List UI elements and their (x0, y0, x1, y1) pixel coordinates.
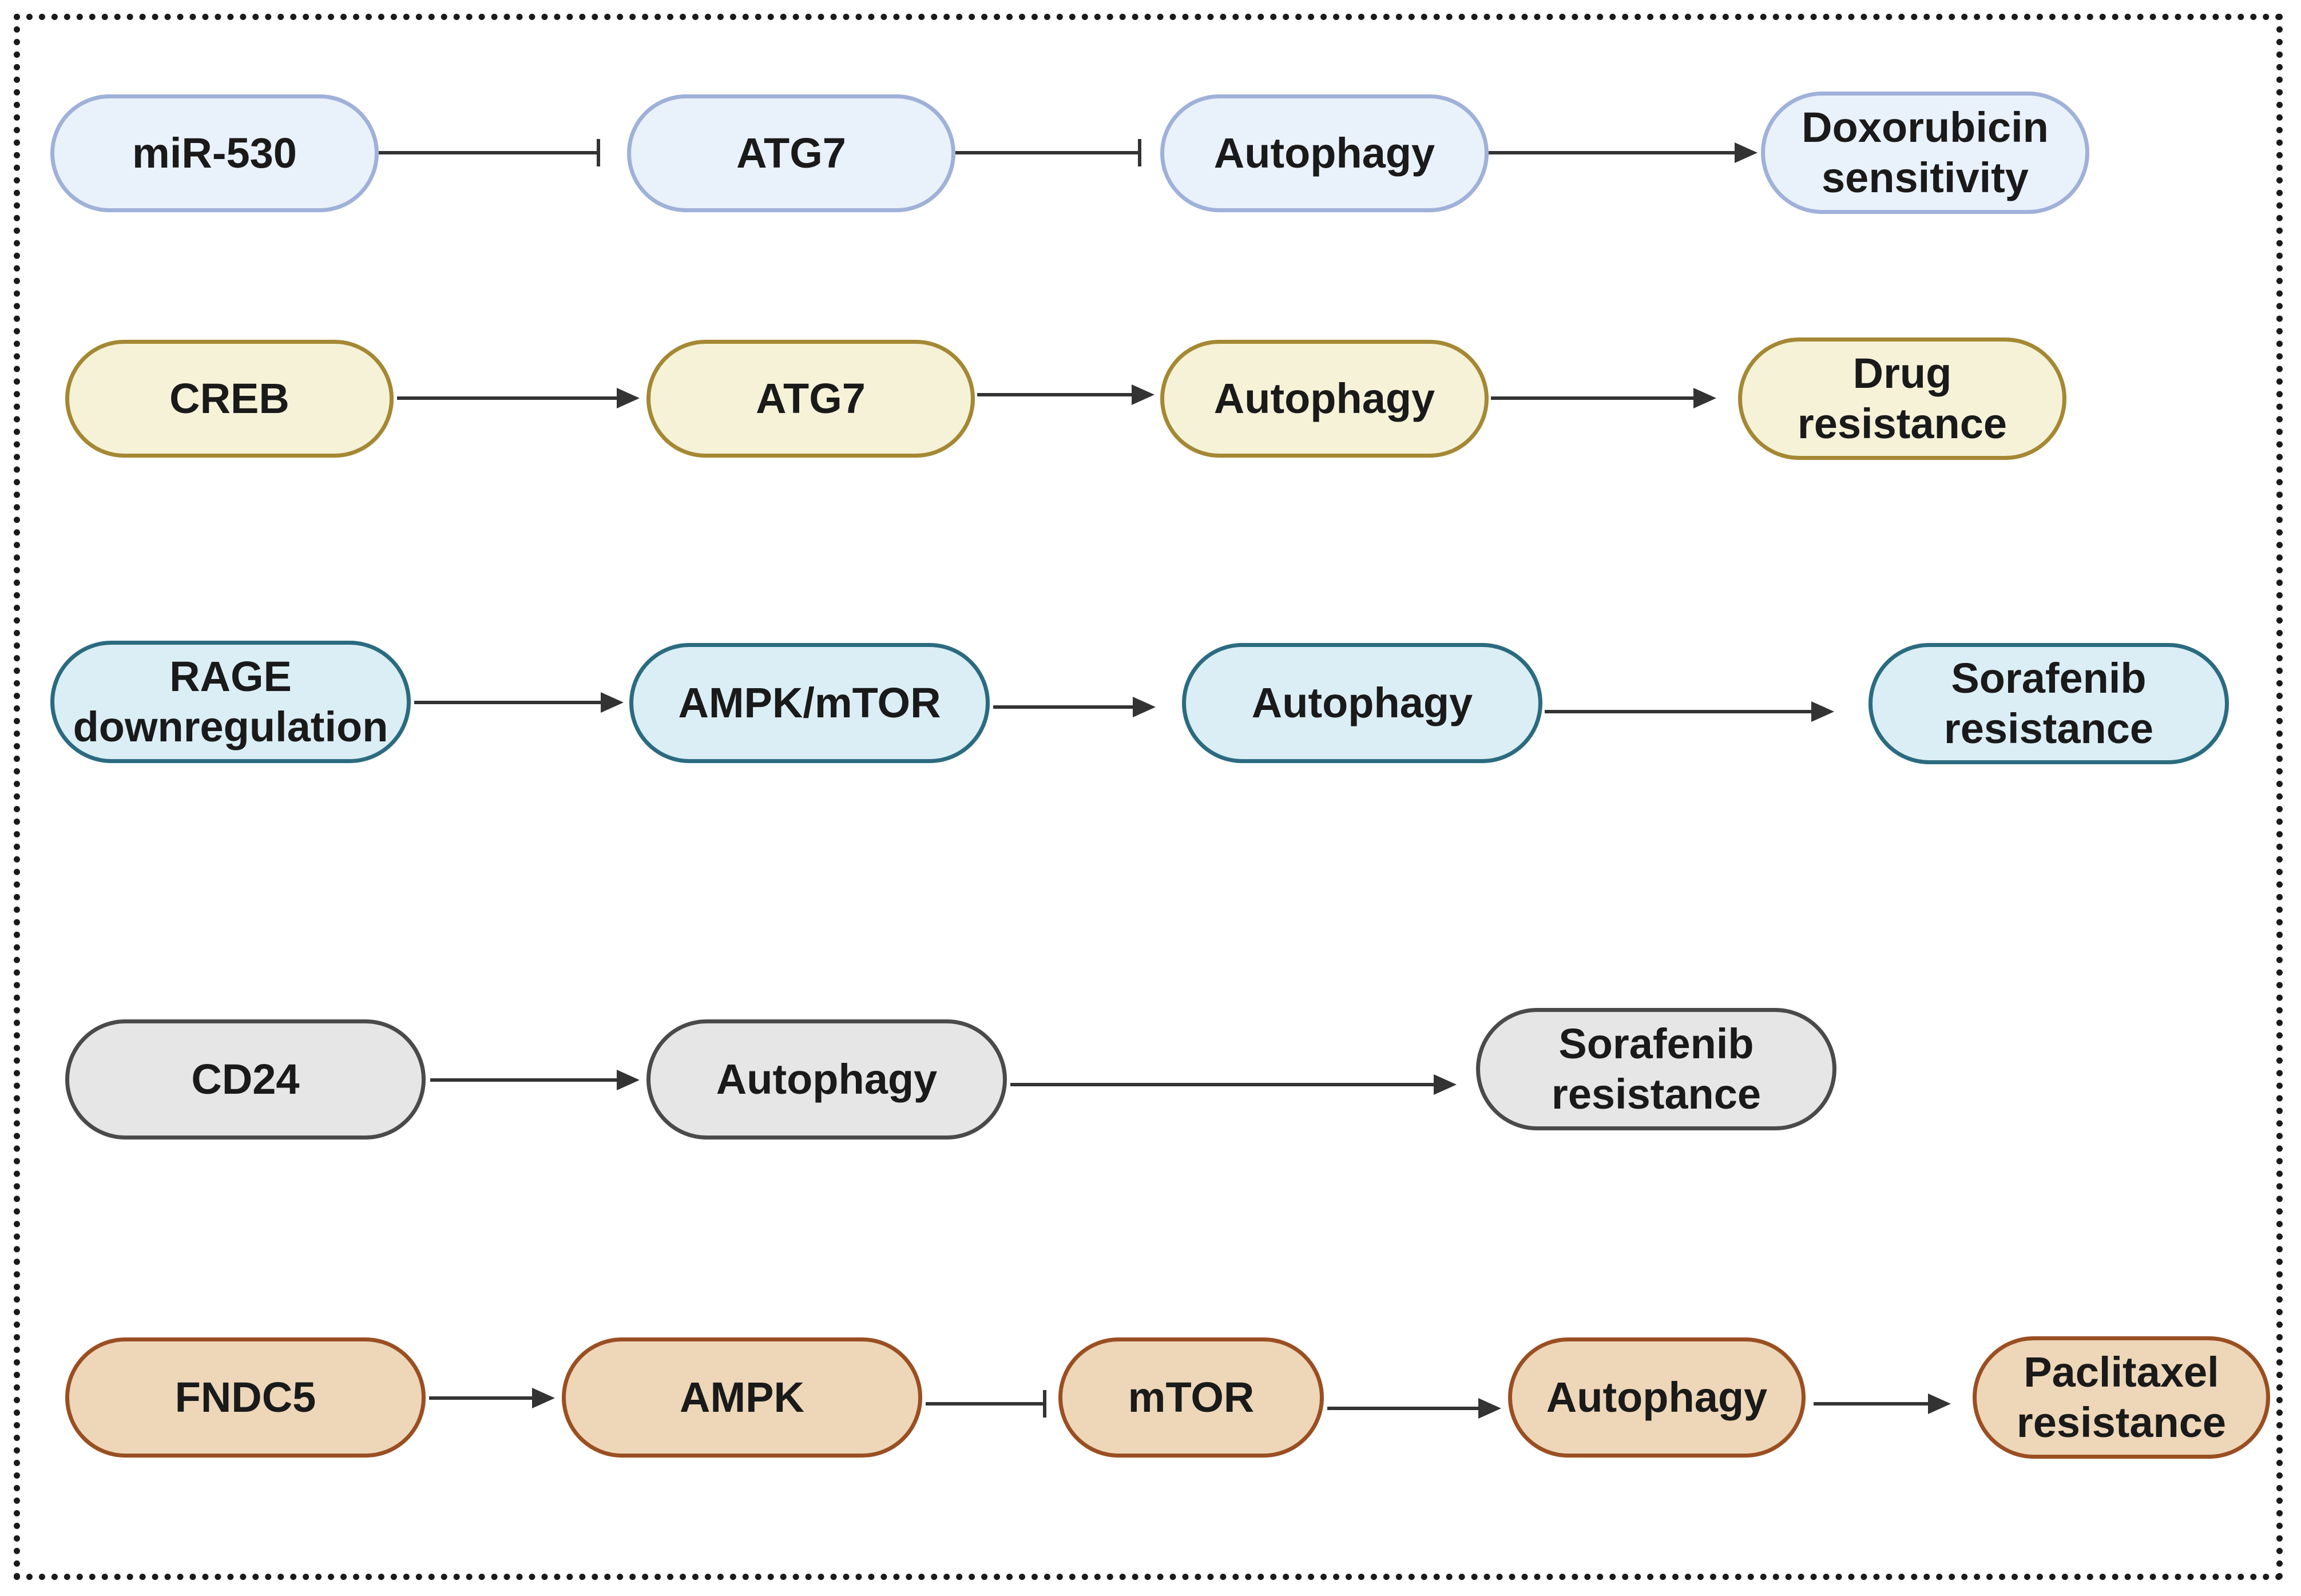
node-paclitaxel-resistance: Paclitaxel resistance (1973, 1336, 2270, 1459)
arrowhead (1434, 1074, 1457, 1095)
arrowhead (1132, 384, 1155, 405)
arrowhead (617, 388, 640, 408)
node-drug-resistance: Drug resistance (1738, 338, 2066, 460)
node-autophagy: Autophagy (1182, 643, 1542, 763)
node-autophagy: Autophagy (1508, 1337, 1806, 1458)
node-sorafenib-resistance: Sorafenib resistance (1868, 643, 2229, 764)
node-autophagy: Autophagy (646, 1019, 1007, 1140)
node-cd24: CD24 (65, 1019, 426, 1140)
node-autophagy: Autophagy (1160, 340, 1489, 458)
node-mtor: mTOR (1058, 1337, 1324, 1458)
arrowhead (1133, 697, 1156, 717)
arrowhead (1478, 1398, 1501, 1419)
arrowhead (601, 692, 624, 713)
node-atg7: ATG7 (646, 340, 975, 458)
node-fndc5: FNDC5 (65, 1337, 426, 1458)
node-autophagy: Autophagy (1160, 94, 1489, 212)
node-ampk: AMPK (562, 1337, 922, 1458)
arrowhead (1735, 142, 1758, 163)
arrowhead (617, 1070, 640, 1090)
node-doxorubicin-sensitivity: Doxorubicin sensitivity (1761, 92, 2089, 214)
node-ampk-mtor: AMPK/mTOR (629, 643, 990, 763)
node-rage-downregulation: RAGE downregulation (50, 641, 411, 763)
arrowhead (1693, 388, 1716, 408)
node-creb: CREB (65, 340, 394, 458)
arrowhead (532, 1388, 555, 1408)
node-atg7: ATG7 (627, 94, 955, 212)
dotted-frame (14, 14, 2283, 1580)
node-mir-530: miR-530 (50, 94, 379, 212)
arrowhead (1811, 701, 1834, 722)
node-sorafenib-resistance: Sorafenib resistance (1476, 1008, 1836, 1130)
arrowhead (1928, 1393, 1951, 1414)
